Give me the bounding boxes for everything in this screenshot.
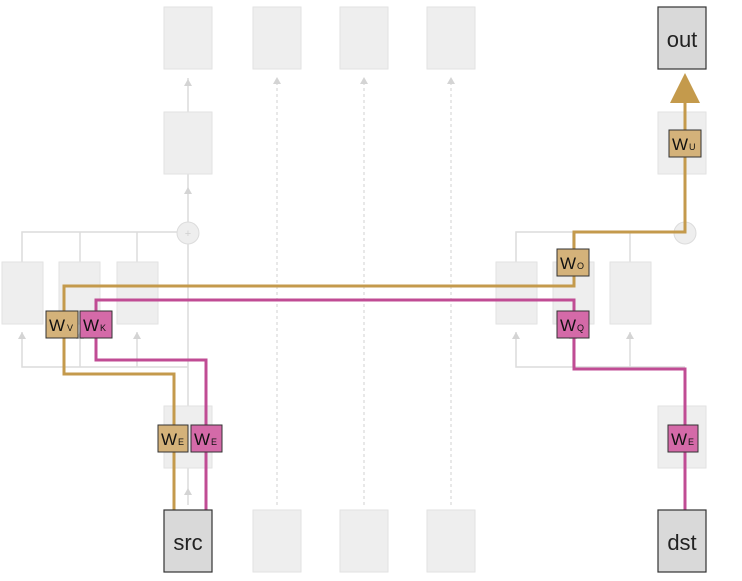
svg-text:W: W — [672, 135, 688, 154]
svg-text:W: W — [49, 316, 65, 335]
ghost-output-box — [339, 6, 389, 70]
weight-output: W O — [556, 248, 590, 277]
svg-text:W: W — [560, 254, 576, 273]
weight-embed-qk: W E — [190, 424, 223, 453]
out-token: out — [657, 6, 707, 70]
svg-text:K: K — [100, 323, 106, 333]
ghost-head-box — [116, 261, 159, 325]
svg-text:W: W — [560, 316, 576, 335]
qk-circuit-path-src — [94, 298, 687, 510]
weight-embed-ov: W E — [157, 424, 189, 453]
svg-text:E: E — [178, 437, 184, 447]
dst-token: dst — [657, 509, 707, 573]
ov-circuit-path — [62, 73, 700, 510]
weight-embed-dst: W E — [667, 424, 699, 453]
weight-unembed: W U — [668, 129, 702, 158]
src-token-box — [163, 509, 213, 573]
svg-text:W: W — [83, 316, 99, 335]
ghost-input-box — [339, 509, 389, 573]
ghost-input-box — [426, 509, 476, 573]
dst-token-box — [657, 509, 707, 573]
out-token-label: out — [667, 27, 698, 52]
ghost-output-box — [426, 6, 476, 70]
out-token-box — [657, 6, 707, 70]
background-architecture: + — [1, 6, 707, 573]
svg-text:Q: Q — [577, 323, 584, 333]
svg-text:E: E — [688, 437, 694, 447]
svg-text:O: O — [577, 261, 584, 271]
weight-value: W V — [45, 310, 79, 339]
ghost-add-node — [176, 221, 200, 245]
src-token: src — [163, 509, 213, 573]
ghost-mlp-box — [163, 111, 213, 175]
weight-key: W K — [79, 310, 113, 339]
svg-text:V: V — [67, 323, 73, 333]
svg-text:W: W — [161, 430, 177, 449]
dst-token-label: dst — [667, 530, 696, 555]
svg-text:+: + — [185, 228, 191, 240]
svg-text:W: W — [194, 430, 210, 449]
ghost-output-box — [163, 6, 213, 70]
weight-query: W Q — [556, 310, 590, 339]
svg-text:W: W — [671, 430, 687, 449]
svg-text:U: U — [689, 142, 696, 152]
ghost-head-box — [495, 261, 538, 325]
ghost-output-box — [252, 6, 302, 70]
src-token-label: src — [173, 530, 202, 555]
ghost-head-box — [609, 261, 652, 325]
svg-text:E: E — [211, 437, 217, 447]
ghost-input-box — [252, 509, 302, 573]
ghost-head-box — [1, 261, 44, 325]
